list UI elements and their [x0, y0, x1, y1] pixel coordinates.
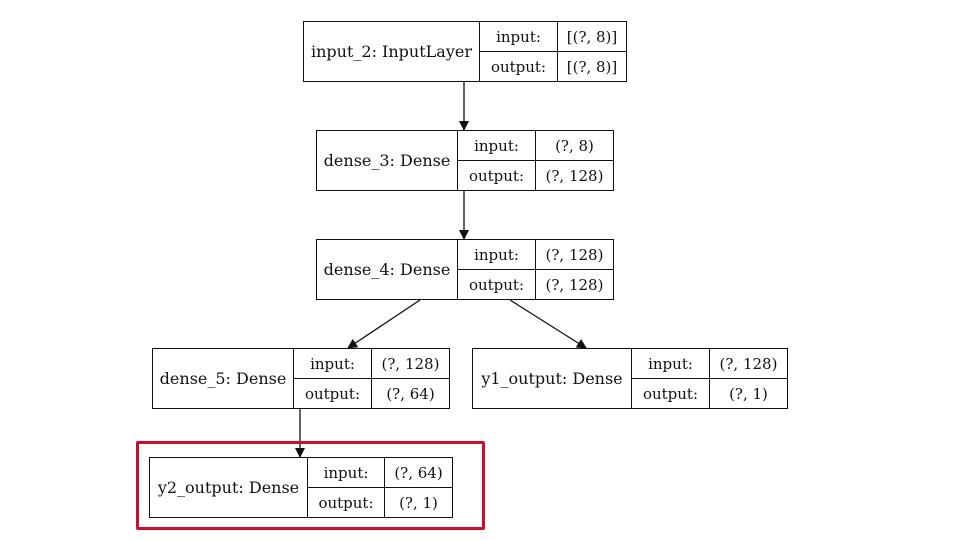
output-label: output:	[632, 379, 710, 408]
output-shape: (?, 1)	[399, 493, 438, 512]
output-shape: (?, 128)	[545, 275, 604, 294]
input-row: input: [(?, 8)]	[480, 22, 626, 51]
node-y1_output: y1_output: Dense input: (?, 128) output:…	[472, 348, 788, 409]
input-shape: (?, 8)	[555, 136, 594, 155]
input-shape: (?, 128)	[719, 354, 778, 373]
node-name: dense_5: Dense	[153, 349, 294, 408]
output-shape: (?, 128)	[545, 166, 604, 185]
node-name: y2_output: Dense	[150, 458, 308, 517]
node-name: dense_4: Dense	[317, 240, 458, 299]
input-row: input: (?, 64)	[308, 458, 452, 487]
node-ports: input: (?, 128) output: (?, 64)	[294, 349, 449, 408]
highlight-box	[136, 441, 485, 530]
node-input_2: input_2: InputLayer input: [(?, 8)] outp…	[303, 21, 627, 82]
node-name: dense_3: Dense	[317, 131, 458, 190]
input-shape: (?, 128)	[381, 354, 440, 373]
input-label: input:	[458, 240, 536, 269]
input-shape: (?, 64)	[394, 463, 443, 482]
input-shape: (?, 128)	[545, 245, 604, 264]
input-label: input:	[308, 458, 385, 487]
input-label: input:	[458, 131, 536, 160]
output-row: output: (?, 128)	[458, 269, 613, 299]
output-shape: (?, 64)	[386, 384, 435, 403]
node-dense_3: dense_3: Dense input: (?, 8) output: (?,…	[316, 130, 614, 191]
output-label: output:	[480, 52, 558, 81]
output-shape: [(?, 8)]	[566, 57, 618, 76]
output-label: output:	[458, 270, 536, 299]
node-ports: input: (?, 64) output: (?, 1)	[308, 458, 452, 517]
input-shape: [(?, 8)]	[566, 27, 618, 46]
node-y2_output: y2_output: Dense input: (?, 64) output: …	[149, 457, 453, 518]
node-name: input_2: InputLayer	[304, 22, 480, 81]
node-ports: input: (?, 8) output: (?, 128)	[458, 131, 613, 190]
output-shape: (?, 1)	[729, 384, 768, 403]
input-row: input: (?, 128)	[294, 349, 449, 378]
output-row: output: [(?, 8)]	[480, 51, 626, 81]
input-row: input: (?, 128)	[632, 349, 787, 378]
output-row: output: (?, 128)	[458, 160, 613, 190]
node-name: y1_output: Dense	[473, 349, 632, 408]
input-row: input: (?, 8)	[458, 131, 613, 160]
output-row: output: (?, 1)	[308, 487, 452, 517]
output-label: output:	[308, 488, 385, 517]
node-dense_5: dense_5: Dense input: (?, 128) output: (…	[152, 348, 450, 409]
node-dense_4: dense_4: Dense input: (?, 128) output: (…	[316, 239, 614, 300]
node-ports: input: [(?, 8)] output: [(?, 8)]	[480, 22, 626, 81]
output-label: output:	[458, 161, 536, 190]
input-label: input:	[294, 349, 372, 378]
output-row: output: (?, 64)	[294, 378, 449, 408]
output-row: output: (?, 1)	[632, 378, 787, 408]
edge-dense_4-dense_5	[347, 299, 421, 349]
edge-dense_4-y1_output	[509, 299, 587, 349]
node-ports: input: (?, 128) output: (?, 128)	[458, 240, 613, 299]
node-ports: input: (?, 128) output: (?, 1)	[632, 349, 787, 408]
input-label: input:	[480, 22, 558, 51]
input-label: input:	[632, 349, 710, 378]
input-row: input: (?, 128)	[458, 240, 613, 269]
output-label: output:	[294, 379, 372, 408]
